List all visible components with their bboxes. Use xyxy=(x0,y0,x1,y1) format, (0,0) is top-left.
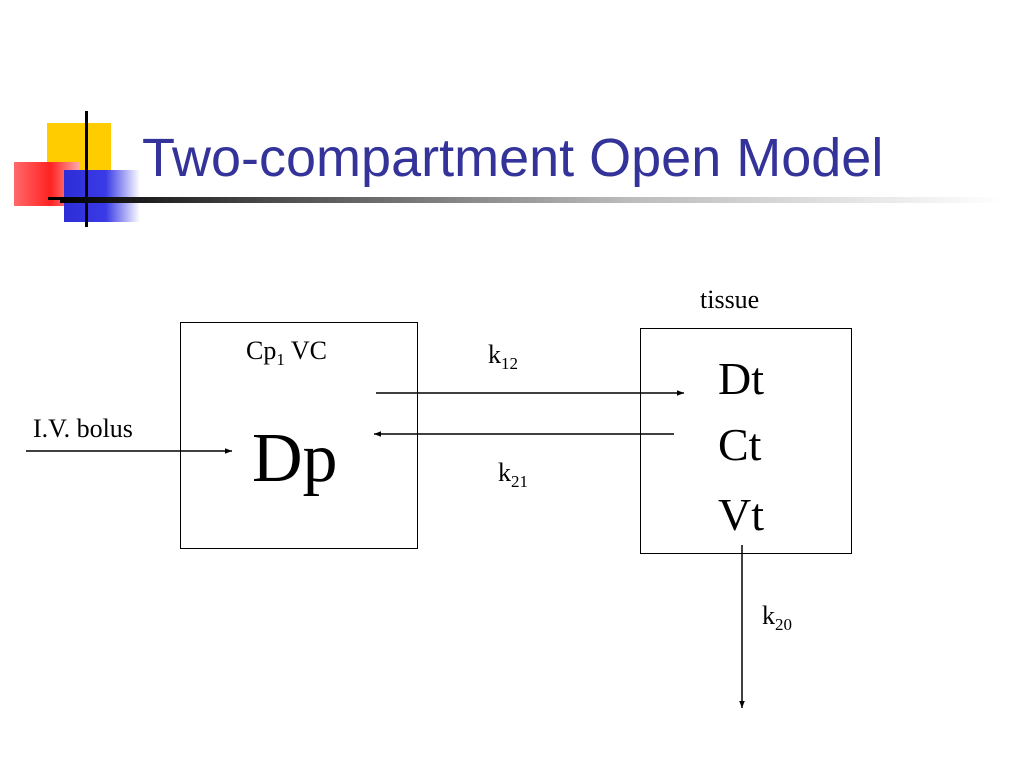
tissue-vt-label: Vt xyxy=(718,489,764,540)
slide-title: Two-compartment Open Model xyxy=(142,128,884,188)
rate-k21-subscript: 21 xyxy=(511,472,528,491)
rate-k12-subscript: 12 xyxy=(501,354,518,373)
rate-k21-main: k xyxy=(498,458,511,487)
rate-k20-label: k20 xyxy=(762,601,792,634)
vc-label: VC xyxy=(290,336,327,365)
rate-k20-subscript: 20 xyxy=(775,615,792,634)
tissue-ct-label: Ct xyxy=(718,419,762,470)
rate-k12-label: k12 xyxy=(488,340,518,373)
iv-bolus-label: I.V. bolus xyxy=(33,414,133,443)
title-underline xyxy=(60,197,1004,203)
central-compartment-label: Cp1 VC xyxy=(246,336,327,369)
tissue-compartment-box xyxy=(640,328,852,554)
rate-k20-main: k xyxy=(762,601,775,630)
title-decoration-vertical-line xyxy=(85,111,88,227)
central-compartment-box xyxy=(180,322,418,549)
tissue-dt-label: Dt xyxy=(718,353,764,404)
central-dose-label: Dp xyxy=(252,420,338,497)
rate-k12-main: k xyxy=(488,340,501,369)
cp-label: Cp xyxy=(246,336,277,365)
tissue-caption: tissue xyxy=(700,285,760,314)
rate-k21-label: k21 xyxy=(498,458,528,491)
title-decoration-blue-square xyxy=(64,170,140,222)
cp-subscript: 1 xyxy=(276,350,285,369)
